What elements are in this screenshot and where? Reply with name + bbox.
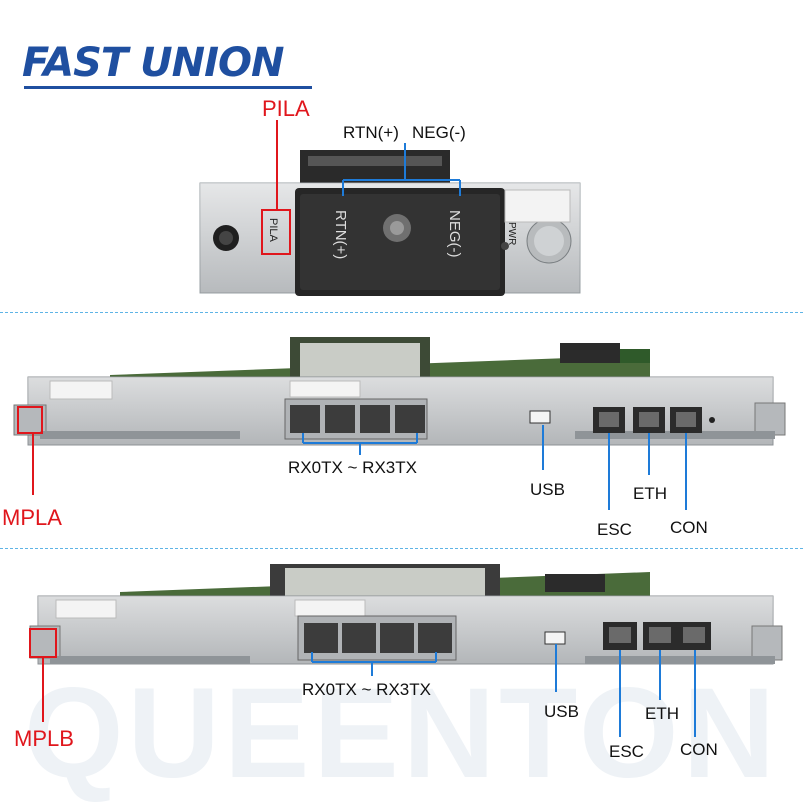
mplb-esc-label: ESC (609, 742, 644, 761)
terminal-neg-print: NEG(-) (446, 210, 463, 258)
mpla-label: MPLA (2, 505, 62, 530)
mpla-board-illustration (13, 337, 786, 510)
mpla-usb-label: USB (530, 480, 565, 499)
pila-label: PILA (262, 96, 310, 121)
pila-board-illustration: RTN(+) NEG(-) PILA PWR (199, 120, 581, 296)
terminal-rtn-print: RTN(+) (332, 210, 349, 259)
neg-label: NEG(-) (412, 123, 466, 142)
mplb-usb-label: USB (544, 702, 579, 721)
mplb-label: MPLB (14, 726, 74, 751)
brand-logo: FAST UNION (22, 40, 284, 86)
watermark: QUEENTON (23, 662, 780, 805)
mplb-ports-label: RX0TX ~ RX3TX (302, 680, 431, 699)
silk-pila: PILA (267, 218, 279, 243)
logo-underline (24, 86, 312, 89)
mplb-board-illustration (29, 564, 783, 737)
rtn-label: RTN(+) (343, 123, 399, 142)
mplb-eth-label: ETH (645, 704, 679, 723)
mpla-ports-label: RX0TX ~ RX3TX (288, 458, 417, 477)
mpla-eth-label: ETH (633, 484, 667, 503)
mpla-esc-label: ESC (597, 520, 632, 539)
silk-pwr: PWR (506, 222, 517, 245)
separator-bottom (0, 548, 803, 549)
mpla-con-label: CON (670, 518, 708, 537)
separator-top (0, 312, 803, 313)
mplb-con-label: CON (680, 740, 718, 759)
